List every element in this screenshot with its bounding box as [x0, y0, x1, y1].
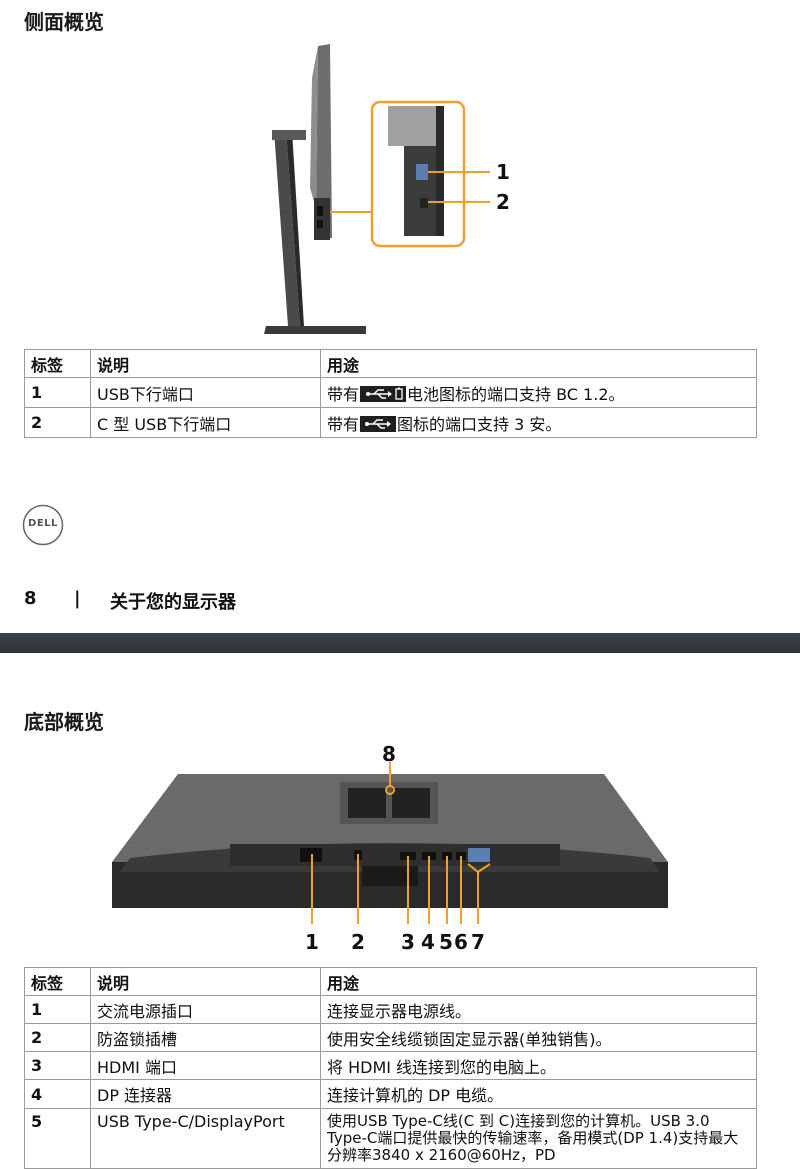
bottom-callout-6: 6: [454, 930, 468, 954]
side-callout-2: 2: [496, 190, 510, 214]
row-use: 连接计算机的 DP 电缆。: [320, 1079, 757, 1109]
side-view-title: 侧面概览: [24, 10, 104, 34]
table-row: 2 防盗锁插槽 使用安全线缆锁固定显示器(单独销售)。: [24, 1023, 757, 1052]
side-spec-table: 标签 说明 用途 1 USB下行端口 带有 电池图标的端口支持 BC 1.2。 2…: [24, 349, 757, 438]
row-label: 3: [24, 1051, 91, 1080]
bottom-callout-5: 5: [439, 930, 453, 954]
row-label: 2: [24, 1023, 91, 1052]
table-row: 2 C 型 USB下行端口 带有 图标的端口支持 3 安。: [24, 407, 757, 438]
header-desc: 说明: [90, 967, 321, 996]
bottom-callout-7: 7: [471, 930, 485, 954]
row-use: 使用USB Type-C线(C 到 C)连接到您的计算机。USB 3.0 Typ…: [320, 1108, 757, 1169]
row-use-suffix: 电池图标的端口支持 BC 1.2。: [407, 384, 625, 404]
row-label: 4: [24, 1079, 91, 1109]
bottom-callout-4: 4: [421, 930, 435, 954]
footer-section-title: 关于您的显示器: [110, 592, 236, 613]
row-desc: C 型 USB下行端口: [90, 407, 321, 438]
header-desc: 说明: [90, 349, 321, 378]
header-label: 标签: [24, 967, 91, 996]
header-label: 标签: [24, 349, 91, 378]
table-header-row: 标签 说明 用途: [24, 967, 757, 996]
page-number: 8: [24, 588, 37, 609]
bottom-callout-8: 8: [382, 742, 396, 766]
row-desc: USB Type-C/DisplayPort: [90, 1108, 321, 1169]
row-use-prefix: 带有: [327, 384, 360, 404]
row-use-suffix: 图标的端口支持 3 安。: [397, 414, 562, 434]
row-use: 带有 电池图标的端口支持 BC 1.2。: [320, 377, 757, 408]
row-desc: 防盗锁插槽: [90, 1023, 321, 1052]
table-row: 1 USB下行端口 带有 电池图标的端口支持 BC 1.2。: [24, 377, 757, 408]
row-desc: HDMI 端口: [90, 1051, 321, 1080]
footer-separator: |: [74, 588, 81, 609]
bottom-view-title: 底部概览: [24, 710, 104, 734]
row-desc: 交流电源插口: [90, 995, 321, 1024]
row-use: 带有 图标的端口支持 3 安。: [320, 407, 757, 438]
dell-logo: DELL: [22, 504, 64, 546]
usb-icon: [360, 416, 397, 432]
side-callout-1: 1: [496, 160, 510, 184]
bottom-callout-3: 3: [401, 930, 415, 954]
row-label: 2: [24, 407, 91, 438]
bottom-view-illustration: [112, 762, 668, 924]
bottom-callout-2: 2: [351, 930, 365, 954]
dell-logo-text: DELL: [28, 518, 58, 529]
header-use: 用途: [320, 967, 757, 996]
bottom-callout-1: 1: [305, 930, 319, 954]
row-use: 使用安全线缆锁固定显示器(单独销售)。: [320, 1023, 757, 1052]
row-desc: DP 连接器: [90, 1079, 321, 1109]
row-use-prefix: 带有: [327, 414, 360, 434]
table-row: 5 USB Type-C/DisplayPort 使用USB Type-C线(C…: [24, 1108, 757, 1169]
row-desc: USB下行端口: [90, 377, 321, 408]
page-divider: [0, 633, 800, 653]
table-row: 1 交流电源插口 连接显示器电源线。: [24, 995, 757, 1024]
row-use: 连接显示器电源线。: [320, 995, 757, 1024]
row-label: 1: [24, 377, 91, 408]
row-label: 5: [24, 1108, 91, 1169]
header-use: 用途: [320, 349, 757, 378]
bottom-spec-table: 标签 说明 用途 1 交流电源插口 连接显示器电源线。 2 防盗锁插槽 使用安全…: [24, 967, 757, 1169]
row-use: 将 HDMI 线连接到您的电脑上。: [320, 1051, 757, 1080]
table-header-row: 标签 说明 用途: [24, 349, 757, 378]
row-label: 1: [24, 995, 91, 1024]
table-row: 3 HDMI 端口 将 HDMI 线连接到您的电脑上。: [24, 1051, 757, 1080]
usb-battery-icon: [360, 386, 407, 402]
side-view-illustration: [264, 44, 490, 334]
table-row: 4 DP 连接器 连接计算机的 DP 电缆。: [24, 1079, 757, 1109]
